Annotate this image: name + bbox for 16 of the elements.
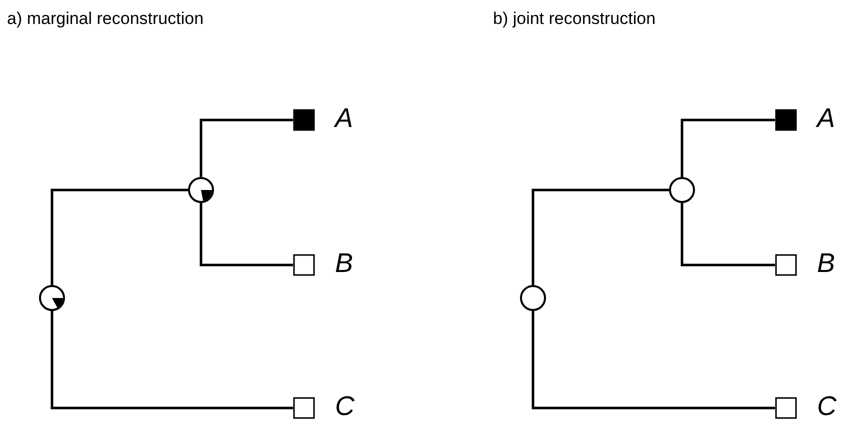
tree-branch <box>50 188 188 285</box>
panel-title: b) joint reconstruction <box>493 9 656 29</box>
taxon-label: A <box>817 105 836 132</box>
tree-branch <box>532 188 669 285</box>
taxon-label: C <box>817 393 836 420</box>
tree-branch <box>532 311 775 410</box>
taxon-label: B <box>335 250 354 277</box>
tree-branch <box>680 203 775 266</box>
tree-branch <box>680 118 775 177</box>
taxon-label: B <box>817 250 836 277</box>
taxon-label: C <box>335 393 354 420</box>
tree-branch <box>50 311 293 410</box>
tree-branch <box>200 118 293 177</box>
panel-title: a) marginal reconstruction <box>7 9 204 29</box>
taxon-label: A <box>335 105 354 132</box>
tree-branch <box>200 203 293 266</box>
